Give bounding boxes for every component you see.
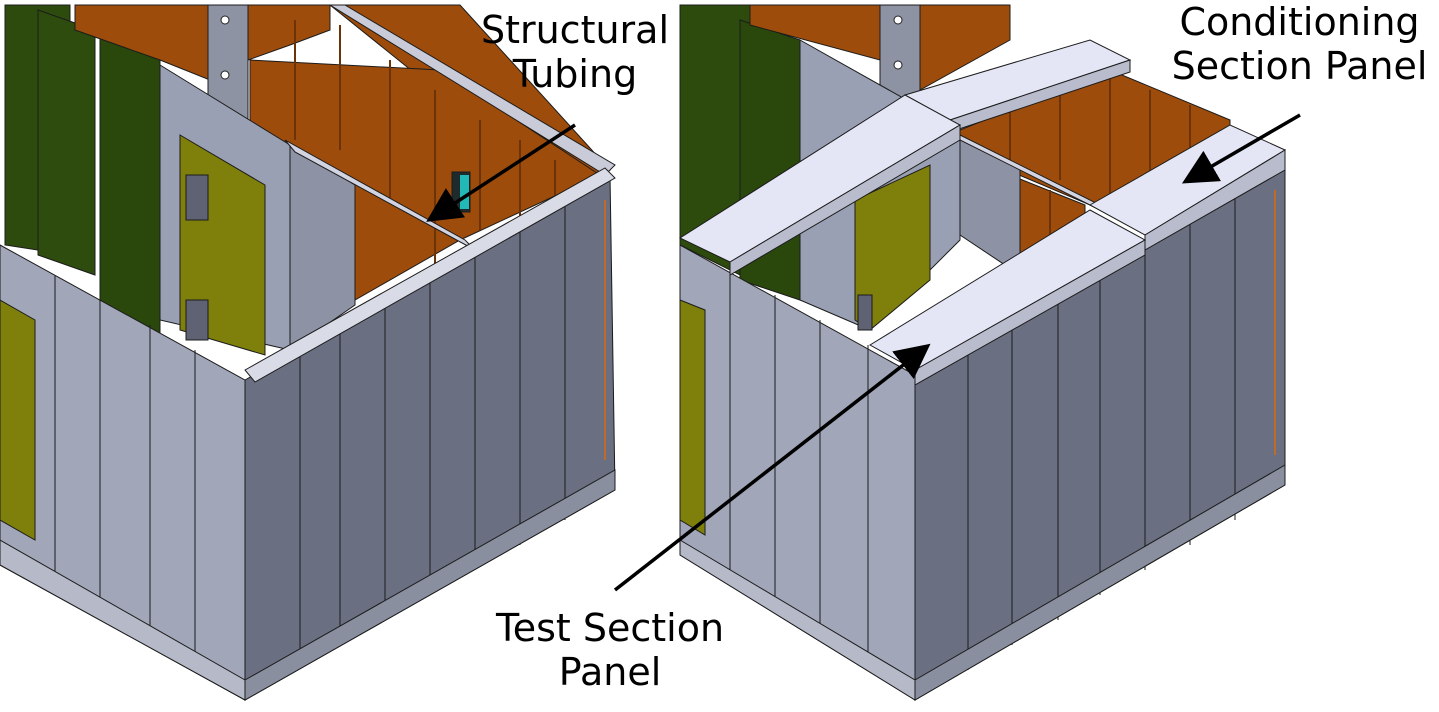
label-structural-tubing: Structural Tubing <box>470 8 680 96</box>
label-test-section-panel-line1: Test Section <box>495 606 725 650</box>
top-panels <box>678 39 1287 386</box>
side-wall-left <box>244 167 616 701</box>
label-test-section-panel-line2: Panel <box>558 650 662 694</box>
arrow-conditioning-panel <box>1181 113 1301 184</box>
right-assembly <box>678 4 1287 701</box>
label-conditioning-panel: Conditioning Section Panel <box>1160 0 1439 88</box>
arrow-structural-tubing <box>426 123 576 222</box>
label-structural-tubing-line2: Tubing <box>512 52 638 96</box>
label-conditioning-panel-line1: Conditioning <box>1179 0 1420 44</box>
label-structural-tubing-line1: Structural <box>480 8 670 52</box>
left-assembly <box>0 4 616 701</box>
front-wall-left <box>0 244 246 701</box>
partition-wall-left <box>159 64 476 356</box>
label-test-section-panel: Test Section Panel <box>485 606 735 694</box>
arrow-test-section-panel <box>613 343 931 592</box>
front-wall-right <box>679 244 916 701</box>
label-conditioning-panel-line2: Section Panel <box>1171 44 1428 88</box>
side-wall-right <box>914 164 1286 701</box>
